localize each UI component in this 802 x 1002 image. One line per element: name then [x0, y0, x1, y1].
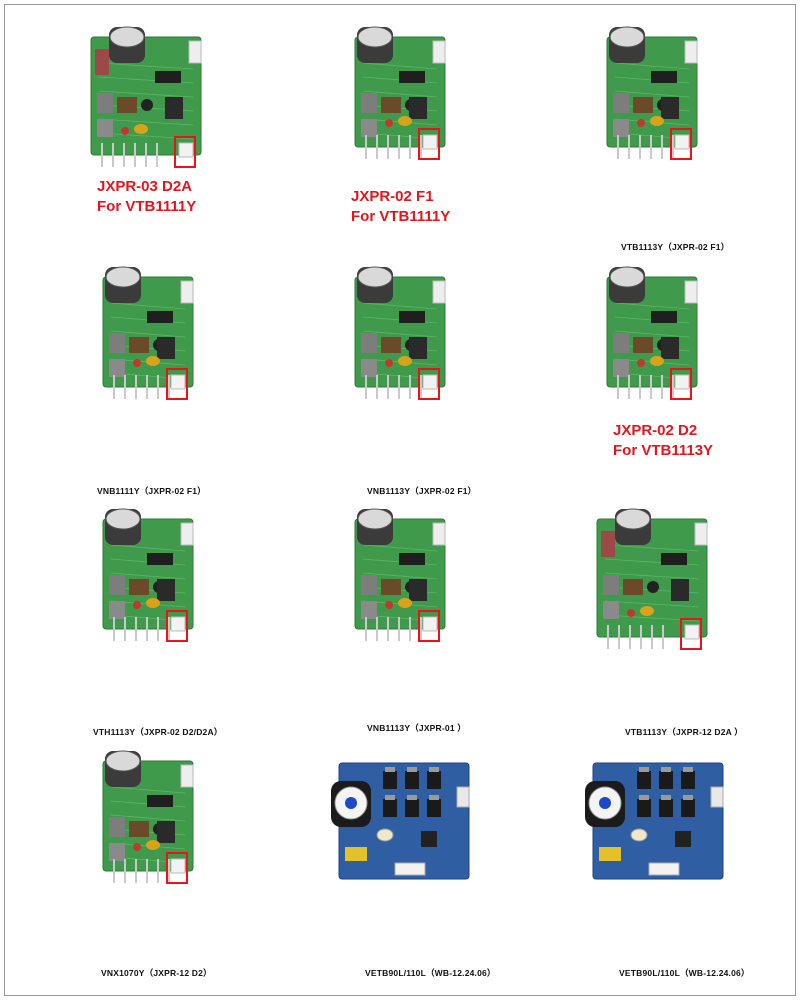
product-caption: VNB1111Y（JXPR-02 F1）	[97, 486, 206, 496]
catalog-frame: JXPR-03 D2A For VTB1111Y JXPR-02 F1 For …	[4, 4, 796, 996]
product-caption: VNB1113Y（JXPR-02 F1）	[367, 486, 477, 496]
control-board-photo	[606, 266, 698, 400]
control-board-photo	[606, 26, 698, 160]
product-caption: VETB90L/110L（WB-12.24.06）	[365, 968, 496, 978]
caption-line: JXPR-02 D2	[613, 422, 698, 439]
product-caption: JXPR-02 D2 For VTB1113Y	[613, 421, 713, 461]
control-board-photo	[102, 266, 194, 400]
control-board-photo	[331, 762, 470, 880]
control-board-photo	[354, 26, 446, 160]
product-caption: VTB1113Y（JXPR-12 D2A ）	[625, 727, 743, 737]
caption-line: JXPR-02 F1	[351, 188, 434, 205]
control-board-photo	[102, 508, 194, 642]
control-board-photo	[90, 26, 202, 168]
product-caption: VTB1113Y（JXPR-02 F1）	[621, 242, 730, 252]
control-board-photo	[354, 508, 446, 642]
control-board-photo	[585, 762, 724, 880]
caption-line: For VTB1111Y	[351, 208, 451, 225]
product-caption: VNX1070Y（JXPR-12 D2）	[101, 968, 212, 978]
product-caption: VETB90L/110L（WB-12.24.06）	[619, 968, 750, 978]
product-caption: JXPR-02 F1 For VTB1111Y	[351, 187, 450, 227]
caption-line: JXPR-03 D2A	[97, 178, 193, 195]
control-board-photo	[596, 508, 708, 650]
product-caption: JXPR-03 D2A For VTB1111Y	[97, 177, 196, 217]
caption-line: For VTB1111Y	[97, 198, 197, 215]
control-board-photo	[102, 750, 194, 884]
product-caption: VTH1113Y（JXPR-02 D2/D2A）	[93, 727, 223, 737]
control-board-photo	[354, 266, 446, 400]
caption-line: For VTB1113Y	[613, 442, 714, 459]
product-caption: VNB1113Y（JXPR-01 ）	[367, 723, 467, 733]
